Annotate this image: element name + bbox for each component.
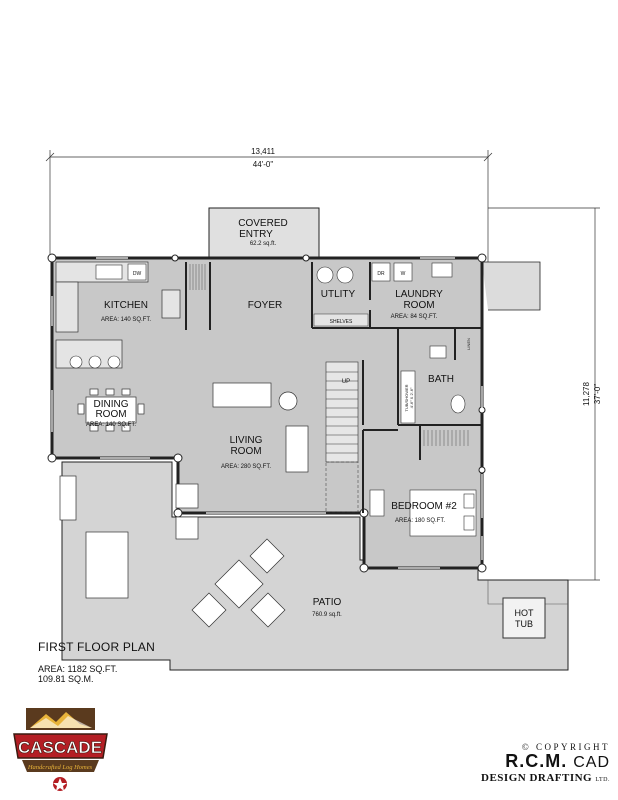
- patio-area: 760.9 sq.ft.: [312, 612, 342, 618]
- washer-label: W: [401, 271, 406, 277]
- top-dimension: [45, 150, 493, 262]
- logo-brand: CASCADE: [18, 738, 102, 757]
- cad-text: CAD: [573, 754, 610, 771]
- linen-label: LINEN: [466, 338, 471, 350]
- copyright-design: DESIGN DRAFTING LTD.: [478, 772, 610, 784]
- shelves-label: SHELVES: [330, 319, 353, 325]
- laundry-label-1: LAUNDRY: [395, 289, 443, 300]
- patio-deck: [61, 461, 569, 671]
- plan-area-sqm: 109.81 SQ.M.: [38, 674, 94, 684]
- tub-label: TUB/SHOWER: [404, 384, 409, 411]
- rcm-text: R.C.M.: [505, 751, 568, 771]
- kitchen-sink: [95, 264, 123, 280]
- right-dim-ft: 37'-0": [593, 384, 602, 405]
- bedroom2-area: AREA: 180 SQ.FT.: [395, 518, 445, 524]
- dining-area: AREA: 140 SQ.FT.: [86, 422, 136, 428]
- dining-table: [77, 388, 145, 432]
- utility-shelves: [313, 313, 369, 327]
- bedroom2-label: BEDROOM #2: [391, 501, 457, 512]
- laundry-area: AREA: 84 SQ.FT.: [391, 314, 438, 320]
- log-corners: [47, 253, 487, 573]
- title-block: FIRST FLOOR PLAN AREA: 1182 SQ.FT. 109.8…: [38, 640, 155, 684]
- foyer-label: FOYER: [248, 300, 282, 311]
- top-dim-mm: 13,411: [251, 147, 275, 156]
- copyright-block: © COPYRIGHT R.C.M. CAD DESIGN DRAFTING L…: [478, 742, 610, 784]
- bath-label: BATH: [428, 374, 454, 385]
- living-label-1: LIVING: [230, 435, 263, 446]
- covered-entry-label-2: ENTRY: [239, 229, 273, 240]
- living-area: AREA: 280 SQ.FT.: [221, 464, 271, 470]
- copyright-rcm: R.C.M. CAD: [478, 752, 610, 772]
- logo-tagline: Handcrafted Log Homes: [27, 764, 93, 771]
- dishwasher-label: DW: [133, 271, 142, 277]
- dining-label-1: DINING: [94, 399, 129, 410]
- plan-area-sqft: AREA: 1182 SQ.FT.: [38, 664, 118, 674]
- kitchen-label: KITCHEN: [104, 300, 148, 311]
- kitchen-area: AREA: 140 SQ.FT.: [101, 317, 151, 323]
- pantry-shelves: [189, 264, 206, 290]
- laundry-label-2: ROOM: [403, 300, 434, 311]
- bar-stools: [69, 355, 121, 369]
- ltd-text: LTD.: [595, 777, 610, 783]
- top-dim-ft: 44'-0": [253, 160, 274, 169]
- stair-treads: [326, 371, 358, 454]
- stair-lower-run: [325, 461, 359, 513]
- rear-porch: [482, 261, 541, 311]
- hot-tub: [502, 597, 546, 639]
- stair-up-label: UP: [342, 379, 350, 385]
- windows: [51, 257, 483, 569]
- covered-entry-area: 62.2 sq.ft.: [250, 241, 277, 247]
- right-dim-mm: 11,278: [582, 382, 591, 406]
- copyright-line: © COPYRIGHT: [521, 742, 610, 752]
- utility-label: UTLITY: [321, 289, 356, 300]
- cascade-logo: CASCADE Handcrafted Log Homes: [13, 708, 108, 791]
- hot-tub-label-2: TUB: [515, 619, 533, 629]
- dishwasher: [127, 263, 147, 281]
- bedroom-furniture: [369, 489, 477, 537]
- dining-label-2: ROOM: [95, 409, 126, 420]
- tub-size: 4'-6" X 2'-6": [409, 387, 414, 408]
- laundry-machines: [371, 262, 453, 282]
- living-furniture: [175, 382, 309, 540]
- living-label-2: ROOM: [230, 446, 261, 457]
- bedroom-closet: [423, 430, 469, 446]
- plan-title: FIRST FLOOR PLAN: [38, 640, 156, 654]
- design-drafting-text: DESIGN DRAFTING: [481, 772, 593, 784]
- hot-tub-label-1: HOT: [515, 608, 535, 618]
- interior-walls: [185, 262, 482, 513]
- covered-entry-floor: [208, 207, 320, 259]
- covered-entry-label-1: COVERED: [238, 218, 287, 229]
- utility-fixtures: [316, 266, 354, 284]
- dryer-label: DR: [377, 271, 385, 277]
- patio-furniture: [59, 475, 286, 628]
- staircase: [325, 361, 359, 463]
- patio-label: PATIO: [313, 597, 342, 608]
- bath-fixtures: [400, 345, 466, 424]
